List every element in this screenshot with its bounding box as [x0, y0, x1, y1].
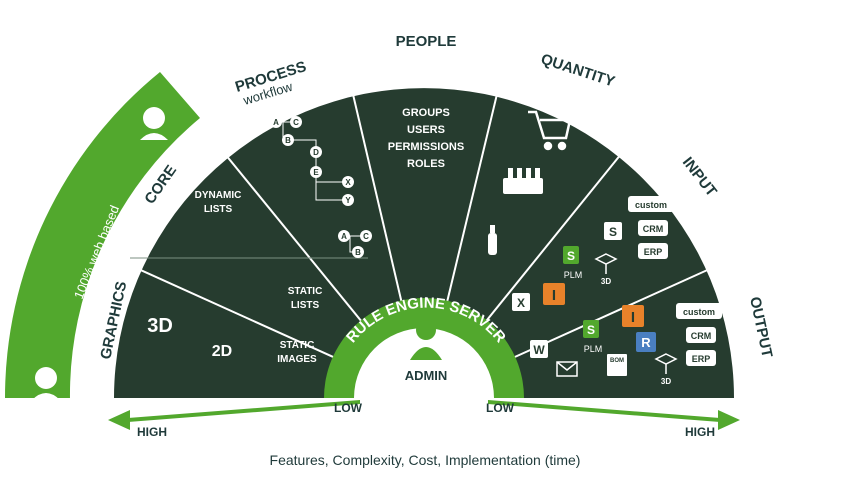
sector-title-output: OUTPUT — [746, 295, 775, 359]
admin-icon — [416, 320, 436, 340]
svg-text:I: I — [552, 287, 556, 304]
svg-text:B: B — [285, 136, 291, 145]
svg-text:X: X — [345, 178, 351, 187]
bottle-icon — [488, 225, 497, 255]
output-erp-label: ERP — [692, 354, 711, 364]
main-fan — [114, 88, 734, 399]
svg-text:I: I — [631, 309, 635, 326]
bom-icon — [607, 354, 627, 376]
output-custom-badge — [676, 303, 722, 319]
svg-text:A: A — [273, 118, 279, 127]
svg-text:S: S — [609, 225, 617, 239]
user-icon — [143, 107, 165, 129]
output-crm-label: CRM — [691, 331, 712, 341]
graphics-3d: 3D — [147, 315, 173, 337]
output-3d-label: 3D — [661, 377, 671, 386]
workflow-nodes: A B C D E X Y A B C — [270, 116, 372, 258]
output-custom-label: custom — [683, 307, 715, 317]
arrow-left-scale — [108, 400, 360, 430]
graphics-static-2: IMAGES — [277, 354, 317, 365]
crate-icon — [503, 168, 543, 194]
people-item: ROLES — [407, 158, 445, 170]
svg-text:R: R — [641, 335, 651, 350]
revit-icon — [636, 332, 656, 352]
output-plm-label: PLM — [584, 344, 603, 354]
sector-title-input: INPUT — [679, 154, 720, 200]
scale-low-left: LOW — [334, 401, 363, 415]
arrow-right-scale — [488, 400, 740, 430]
user-icon — [35, 367, 57, 389]
svg-text:D: D — [313, 148, 319, 157]
scale-high-left: HIGH — [137, 425, 167, 439]
solidworks-icon — [563, 246, 579, 264]
inventor-icon — [622, 305, 644, 327]
graphics-static-1: STATIC — [280, 340, 315, 351]
output-bom-label: BOM — [610, 358, 624, 364]
user-experience-banner — [4, 72, 201, 400]
svg-text:B: B — [355, 248, 361, 257]
core-static-2: LISTS — [291, 300, 320, 311]
svg-text:X: X — [517, 296, 525, 310]
scale-caption: Features, Complexity, Cost, Implementati… — [269, 452, 581, 468]
user-icon-body — [140, 133, 168, 140]
excel-icon — [512, 293, 530, 311]
scale-low-right: LOW — [486, 401, 515, 415]
input-erp-badge — [638, 243, 668, 259]
cart-icon — [528, 110, 572, 151]
admin-label: ADMIN — [405, 368, 448, 383]
people-item: PERMISSIONS — [388, 141, 464, 153]
input-crm-badge — [638, 220, 668, 236]
svg-text:S: S — [587, 323, 595, 337]
input-erp-label: ERP — [644, 247, 663, 257]
scale-high-right: HIGH — [685, 425, 715, 439]
admin-icon-body — [410, 347, 442, 360]
cube-icon — [594, 253, 618, 274]
svg-text:C: C — [363, 232, 369, 241]
email-icon — [556, 361, 578, 377]
sharepoint-icon — [604, 222, 622, 240]
input-custom-label: custom — [635, 200, 667, 210]
svg-text:A: A — [341, 232, 347, 241]
svg-text:E: E — [313, 168, 319, 177]
inventor-icon — [543, 283, 565, 305]
svg-text:S: S — [567, 249, 575, 263]
svg-text:C: C — [293, 118, 299, 127]
people-item: GROUPS — [402, 107, 450, 119]
people-item: USERS — [407, 124, 445, 136]
output-erp-badge — [686, 350, 716, 366]
cube-icon — [654, 353, 678, 374]
core-static-1: STATIC — [288, 286, 323, 297]
svg-text:W: W — [533, 343, 545, 357]
people-list: GROUPS USERS PERMISSIONS ROLES — [388, 107, 464, 170]
graphics-2d: 2D — [212, 343, 232, 360]
input-custom-badge — [628, 196, 674, 212]
input-3d-label: 3D — [601, 277, 611, 286]
input-crm-label: CRM — [643, 224, 664, 234]
input-plm-label: PLM — [564, 270, 583, 280]
core-dynamic-2: LISTS — [204, 204, 233, 215]
sector-title-people: PEOPLE — [396, 33, 457, 50]
svg-text:Y: Y — [345, 196, 351, 205]
word-icon — [530, 340, 548, 358]
core-dynamic-1: DYNAMIC — [195, 190, 242, 201]
solidworks-icon — [583, 320, 599, 338]
sector-title-quantity: QUANTITY — [539, 51, 617, 91]
output-crm-badge — [686, 327, 716, 343]
